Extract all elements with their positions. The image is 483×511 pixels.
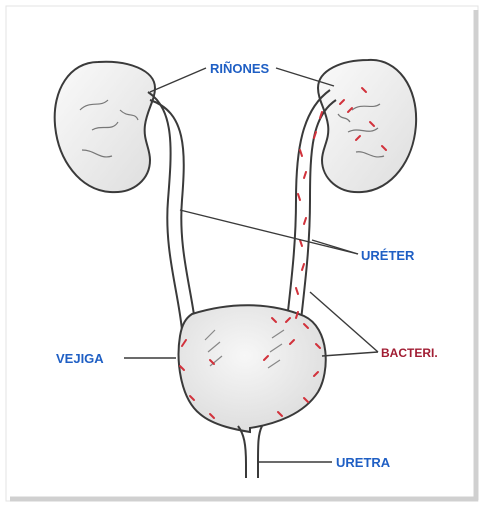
kidneys-label: RIÑONES: [210, 61, 270, 76]
urethra-label: URETRA: [336, 455, 391, 470]
bacteria-label: BACTERI.: [381, 346, 438, 360]
ureter-label: URÉTER: [361, 248, 415, 263]
bladder-label: VEJIGA: [56, 351, 104, 366]
